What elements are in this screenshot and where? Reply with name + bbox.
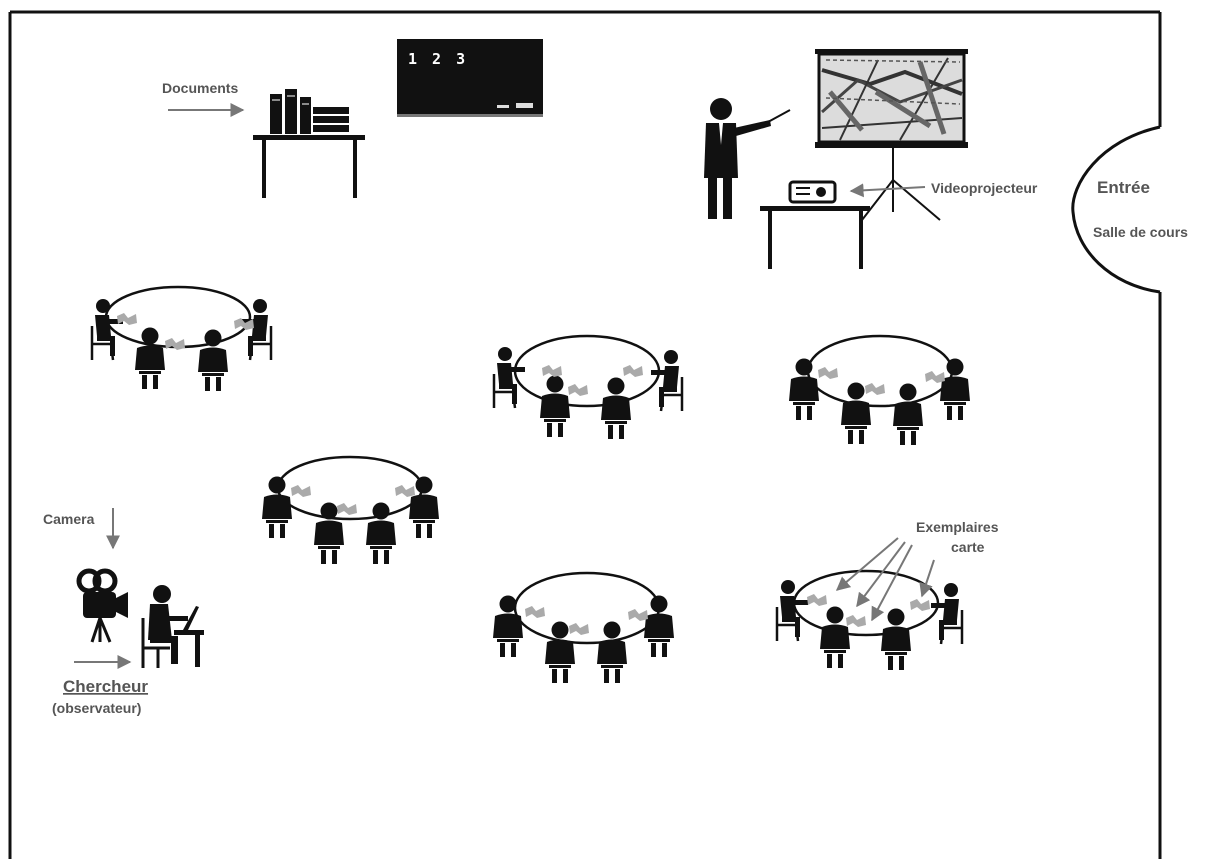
projector-icon	[788, 180, 837, 204]
group-table-1	[90, 285, 273, 391]
exemplaires-label: Exemplaires	[916, 519, 999, 535]
group-table-4	[262, 455, 439, 564]
group-table-2	[492, 334, 684, 439]
room-walls	[8, 10, 1162, 859]
table-icon	[253, 135, 365, 140]
group-table-3	[789, 334, 970, 445]
projector-arrow	[849, 183, 926, 198]
round-table	[806, 334, 954, 408]
round-table	[104, 285, 252, 349]
entree-label: Entrée	[1097, 178, 1150, 197]
documents-label: Documents	[162, 80, 238, 96]
observateur-label: (observateur)	[52, 700, 141, 716]
exemplaires-arrows	[835, 537, 935, 622]
projector-table-icon	[760, 206, 870, 269]
chercheur-label: Chercheur	[63, 677, 148, 696]
salle-de-cours-label: Salle de cours	[1093, 224, 1188, 240]
carte-label: carte	[951, 539, 985, 555]
group-table-6	[775, 569, 964, 670]
documents-table	[253, 89, 365, 198]
projection-screen-icon	[815, 49, 968, 221]
entrance-door-arc	[1071, 125, 1161, 294]
bookshelf-icon	[270, 89, 349, 134]
videoprojecteur-label: Videoprojecteur	[931, 180, 1038, 196]
board-text: 1 2 3	[408, 50, 468, 68]
group-table-5	[493, 571, 674, 683]
blackboard-icon	[397, 39, 543, 117]
researcher-icon	[141, 585, 204, 668]
teacher-icon	[704, 98, 791, 219]
camera-label: Camera	[43, 511, 95, 527]
camera-icon	[76, 568, 128, 643]
